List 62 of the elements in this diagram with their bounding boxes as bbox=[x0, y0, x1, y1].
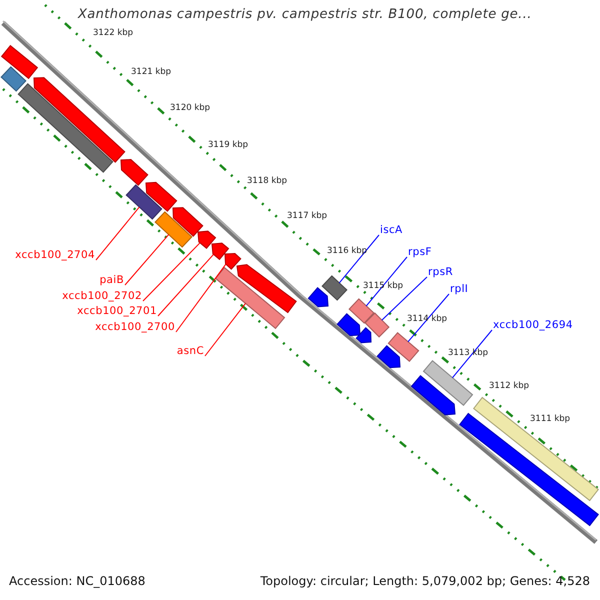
gene-feature bbox=[459, 412, 599, 526]
gene-feature bbox=[0, 44, 38, 80]
leader-line bbox=[176, 264, 226, 332]
gene-label: rplI bbox=[450, 282, 468, 296]
leader-line bbox=[338, 234, 380, 284]
gene-label: asnC bbox=[176, 344, 204, 358]
gene-feature-pointed bbox=[224, 253, 242, 270]
gene-label: rpsF bbox=[408, 245, 432, 259]
gene-label: iscA bbox=[380, 223, 403, 237]
gene-feature-pointed bbox=[211, 242, 230, 260]
position-label: 3118 kbp bbox=[246, 176, 288, 187]
info-text: Accession: NC_010688 bbox=[9, 574, 146, 588]
leader-line bbox=[452, 330, 492, 378]
position-label: 3120 kbp bbox=[169, 103, 212, 114]
leader-line bbox=[204, 302, 246, 356]
gene-label: rpsR bbox=[428, 265, 453, 279]
gene-label: xccb100_2700 bbox=[95, 320, 175, 334]
title: Xanthomonas campestris pv. campestris str. B100, complete ge... bbox=[78, 7, 532, 22]
gene-label: xccb100_2704 bbox=[15, 248, 95, 262]
gene-feature-pointed bbox=[308, 287, 329, 308]
position-label: 3122 kbp bbox=[92, 28, 134, 39]
gene-label: paiB bbox=[100, 273, 124, 287]
gene-feature-pointed bbox=[336, 313, 361, 336]
gene-feature bbox=[473, 396, 599, 502]
position-label: 3111 kbp bbox=[529, 414, 572, 425]
gene-feature bbox=[18, 83, 114, 173]
gene-feature bbox=[322, 275, 348, 301]
gene-feature-pointed bbox=[172, 207, 204, 237]
gene-feature bbox=[0, 66, 26, 92]
gene-label: xccb100_2694 bbox=[493, 318, 573, 332]
leader-line bbox=[142, 242, 200, 302]
gene-feature-pointed bbox=[236, 264, 297, 314]
gene-feature bbox=[126, 184, 162, 220]
gene-feature bbox=[214, 266, 286, 330]
leader-line bbox=[124, 234, 170, 286]
leader-line bbox=[158, 254, 214, 316]
gene-label: xccb100_2701 bbox=[77, 304, 157, 318]
gene-feature-pointed bbox=[120, 159, 148, 186]
gene-feature bbox=[388, 332, 420, 362]
position-label: 3113 kbp bbox=[447, 348, 490, 359]
position-label: 3117 kbp bbox=[286, 211, 328, 222]
gene-feature-pointed bbox=[145, 182, 178, 212]
gene-feature-pointed bbox=[376, 345, 401, 368]
position-label: 3112 kbp bbox=[488, 381, 530, 392]
leader-line bbox=[96, 206, 140, 260]
gene-feature bbox=[422, 360, 474, 406]
position-label: 3121 kbp bbox=[130, 67, 172, 78]
leader-line bbox=[381, 276, 428, 321]
gene-feature bbox=[364, 312, 390, 338]
gene-feature bbox=[154, 211, 192, 248]
position-label: 3114 kbp bbox=[406, 314, 448, 325]
position-label: 3119 kbp bbox=[207, 140, 250, 151]
gene-feature-pointed bbox=[356, 327, 372, 344]
info-text: Topology: circular; Length: 5,079,002 bp; Genes: 4,528 bbox=[260, 574, 590, 588]
gene-feature-pointed bbox=[410, 375, 456, 416]
gene-feature-pointed bbox=[197, 230, 216, 249]
gene-feature bbox=[348, 298, 374, 324]
gene-label: xccb100_2702 bbox=[62, 289, 142, 303]
gene-feature-pointed bbox=[33, 77, 126, 163]
leader-line bbox=[366, 256, 408, 306]
leader-line bbox=[408, 294, 450, 342]
position-label: 3116 kbp bbox=[326, 246, 368, 257]
